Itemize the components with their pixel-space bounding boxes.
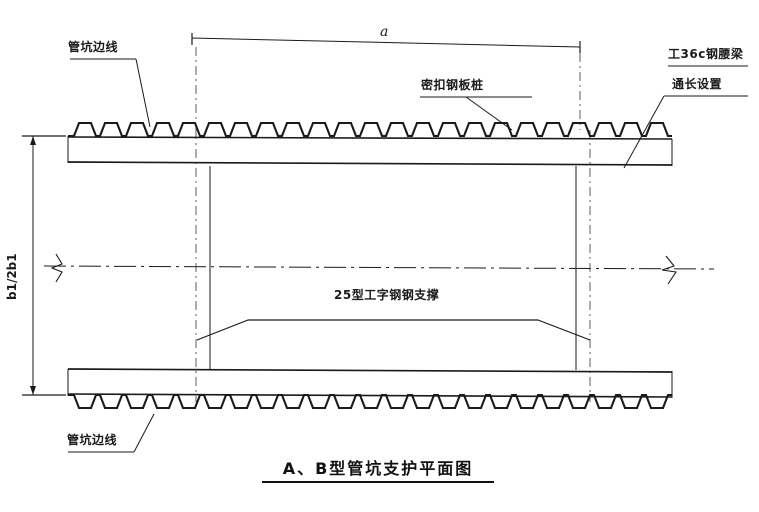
- bottom-wall-baseline: [67, 393, 673, 398]
- vertical-dimension-b: [22, 135, 66, 396]
- top-sheet-pile-wall: [68, 121, 672, 138]
- label-sheet-pile: 密扣钢板桩: [421, 78, 484, 92]
- label-steel-strut: 25型工字钢钢支撑: [334, 288, 440, 302]
- bottom-sheet-pile-wall: [68, 393, 672, 410]
- label-trench-edge-bottom: 管坑边线: [67, 433, 118, 447]
- bottom-waler-beam-line: [67, 368, 673, 373]
- leader-lines: [68, 58, 748, 453]
- page-title: A、B型管坑支护平面图: [282, 459, 474, 478]
- trench-centerline: [43, 265, 715, 270]
- break-symbol-left: [50, 253, 63, 283]
- title-block: A、B型管坑支护平面图: [262, 455, 494, 483]
- trench-end-walls: [67, 136, 673, 398]
- break-symbol-right: [661, 255, 677, 285]
- label-trench-edge-top: 管坑边线: [68, 40, 119, 54]
- vertical-members: [195, 130, 591, 402]
- steel-strut-member: [196, 319, 591, 341]
- label-waler-beam-line2: 通长设置: [672, 77, 723, 91]
- top-wall-baseline: [67, 136, 673, 140]
- top-waler-beam-line: [67, 161, 673, 166]
- title-underline: [262, 481, 494, 483]
- label-waler-beam-line1: 工36c钢腰梁: [668, 47, 744, 61]
- dimension-label-b: b1/2b1: [5, 253, 19, 300]
- horizontal-dimension-a: [191, 33, 581, 130]
- dimension-label-a: a: [380, 24, 389, 40]
